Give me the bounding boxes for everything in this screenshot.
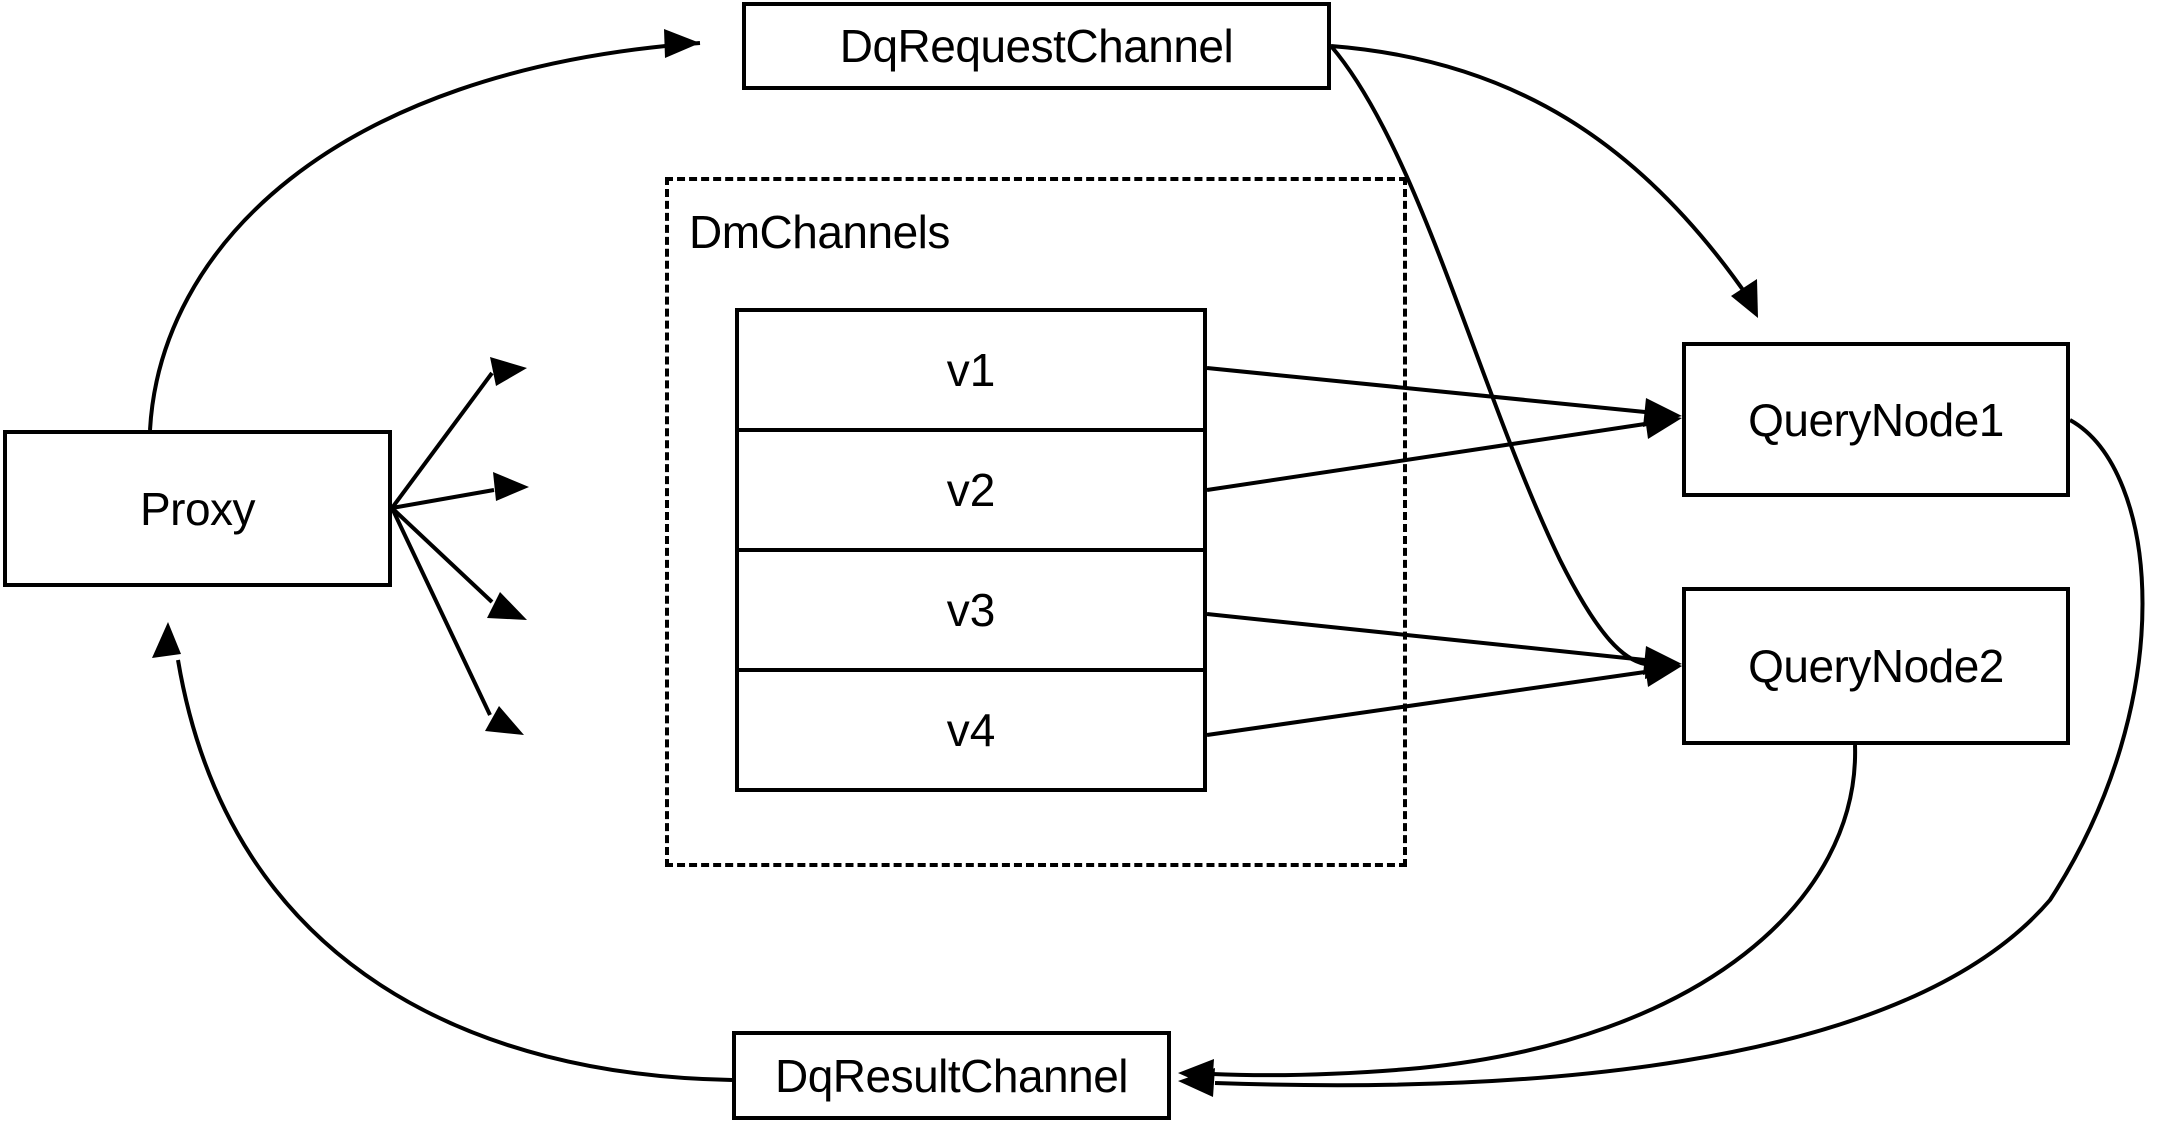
vchannel-table: v1 v2 v3 v4 [735, 308, 1207, 792]
node-query-node-1[interactable]: QueryNode1 [1682, 342, 2070, 497]
vchannel-row-v4[interactable]: v4 [739, 672, 1203, 788]
vchannel-row-v2[interactable]: v2 [739, 432, 1203, 552]
node-dq-request-channel[interactable]: DqRequestChannel [742, 2, 1331, 90]
edge-dqresultchannel-to-proxy [152, 622, 733, 1082]
edge-proxy-to-dqrequestchannel [148, 29, 701, 431]
vchannel-row-v1[interactable]: v1 [739, 312, 1203, 432]
node-dq-result-channel[interactable]: DqResultChannel [732, 1031, 1171, 1120]
edge-proxy-to-v3 [390, 506, 527, 620]
vchannel-row-v3[interactable]: v3 [739, 552, 1203, 672]
edge-proxy-to-v4 [390, 507, 524, 735]
edge-proxy-to-v1 [390, 357, 527, 510]
edge-proxy-to-v2 [391, 472, 529, 510]
node-proxy[interactable]: Proxy [3, 430, 392, 587]
node-query-node-2[interactable]: QueryNode2 [1682, 587, 2070, 745]
dm-channels-group-label: DmChannels [689, 206, 950, 258]
